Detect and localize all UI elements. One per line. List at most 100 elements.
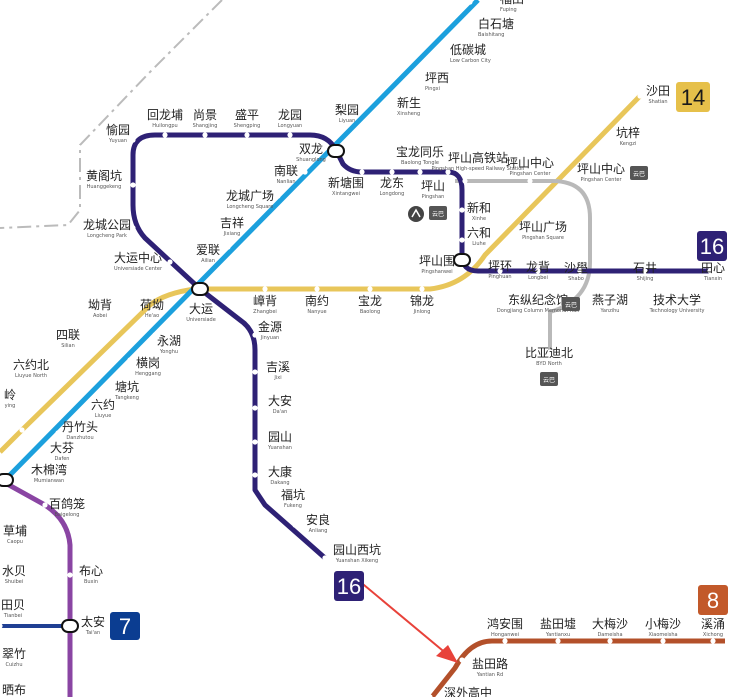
station-name-cn: 白石塘 <box>478 16 514 31</box>
station-dot <box>0 662 3 668</box>
station-name-en: Universiade <box>186 317 216 323</box>
station-label[interactable]: 深外高中 <box>444 685 492 697</box>
station-name-cn: 南约 <box>305 293 329 308</box>
station-label[interactable]: 福田Fuping <box>500 0 524 13</box>
station-name-cn: 吉溪 <box>266 360 290 374</box>
station-name-en: Jinlong <box>413 309 431 315</box>
station-name-en: Longyuan <box>278 123 302 129</box>
station-dot <box>19 427 25 433</box>
station-name-cn: 宝龙同乐 <box>396 145 444 159</box>
station-dot <box>577 268 583 274</box>
red-arrow <box>357 579 458 663</box>
station-name-en: Pingxi <box>425 86 440 92</box>
station-label[interactable]: 晒布 <box>2 683 26 697</box>
station-name-cn: 坳背 <box>88 298 112 312</box>
station-name-cn: 坪山中心 <box>577 161 625 176</box>
station-name-en: Da'an <box>273 409 288 415</box>
station-dot <box>477 19 483 25</box>
svg-text:云巴: 云巴 <box>565 302 577 309</box>
station-dot <box>252 405 258 411</box>
station-dot <box>710 638 716 644</box>
